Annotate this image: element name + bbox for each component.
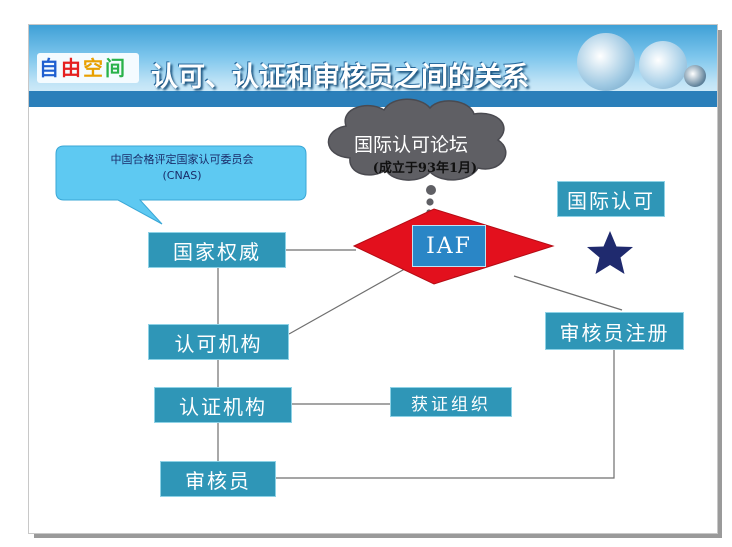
callout-line-1: 中国合格评定国家认可委员会 xyxy=(110,153,254,166)
header-satellite-image xyxy=(684,65,706,87)
line-iaf-registration xyxy=(513,275,623,311)
international-accreditation-box: 国际认可 xyxy=(557,181,665,217)
header-tower-image xyxy=(639,41,687,89)
star-icon xyxy=(587,231,633,274)
logo-char-2: 由 xyxy=(61,56,81,80)
slide-header: 自由空间 认可、认证和审核员之间的关系 xyxy=(29,25,717,107)
cloud-shape xyxy=(327,98,507,215)
iaf-box: IAF xyxy=(412,225,486,267)
certified-organization-box: 获证组织 xyxy=(390,387,512,417)
line-registration-auditor xyxy=(276,350,615,479)
national-authority-box: 国家权威 xyxy=(148,232,286,268)
callout-text: 中国合格评定国家认可委员会 (CNAS) xyxy=(62,152,302,184)
logo-char-3: 空 xyxy=(83,56,103,80)
connector-lines xyxy=(217,249,623,479)
cloud-subtitle: (成立于93年1月) xyxy=(372,161,478,176)
cloud-title: 国际认可论坛 xyxy=(353,134,468,156)
logo-char-4: 间 xyxy=(105,56,125,80)
callout-shape xyxy=(55,145,307,225)
callout-line-2: (CNAS) xyxy=(162,169,202,182)
certification-body-box: 认证机构 xyxy=(154,387,292,423)
logo-char-1: 自 xyxy=(39,56,59,80)
logo: 自由空间 xyxy=(37,53,139,83)
cloud-bubble-1 xyxy=(426,185,436,195)
auditor-box: 审核员 xyxy=(160,461,276,497)
header-globe-image xyxy=(577,33,635,91)
auditor-registration-box: 审核员注册 xyxy=(545,312,684,350)
accreditation-body-box: 认可机构 xyxy=(148,324,289,360)
cloud-bubble-2 xyxy=(426,198,434,206)
slide-title: 认可、认证和审核员之间的关系 xyxy=(151,62,529,93)
line-accreditation-iaf xyxy=(288,265,411,335)
header-band xyxy=(29,91,717,107)
